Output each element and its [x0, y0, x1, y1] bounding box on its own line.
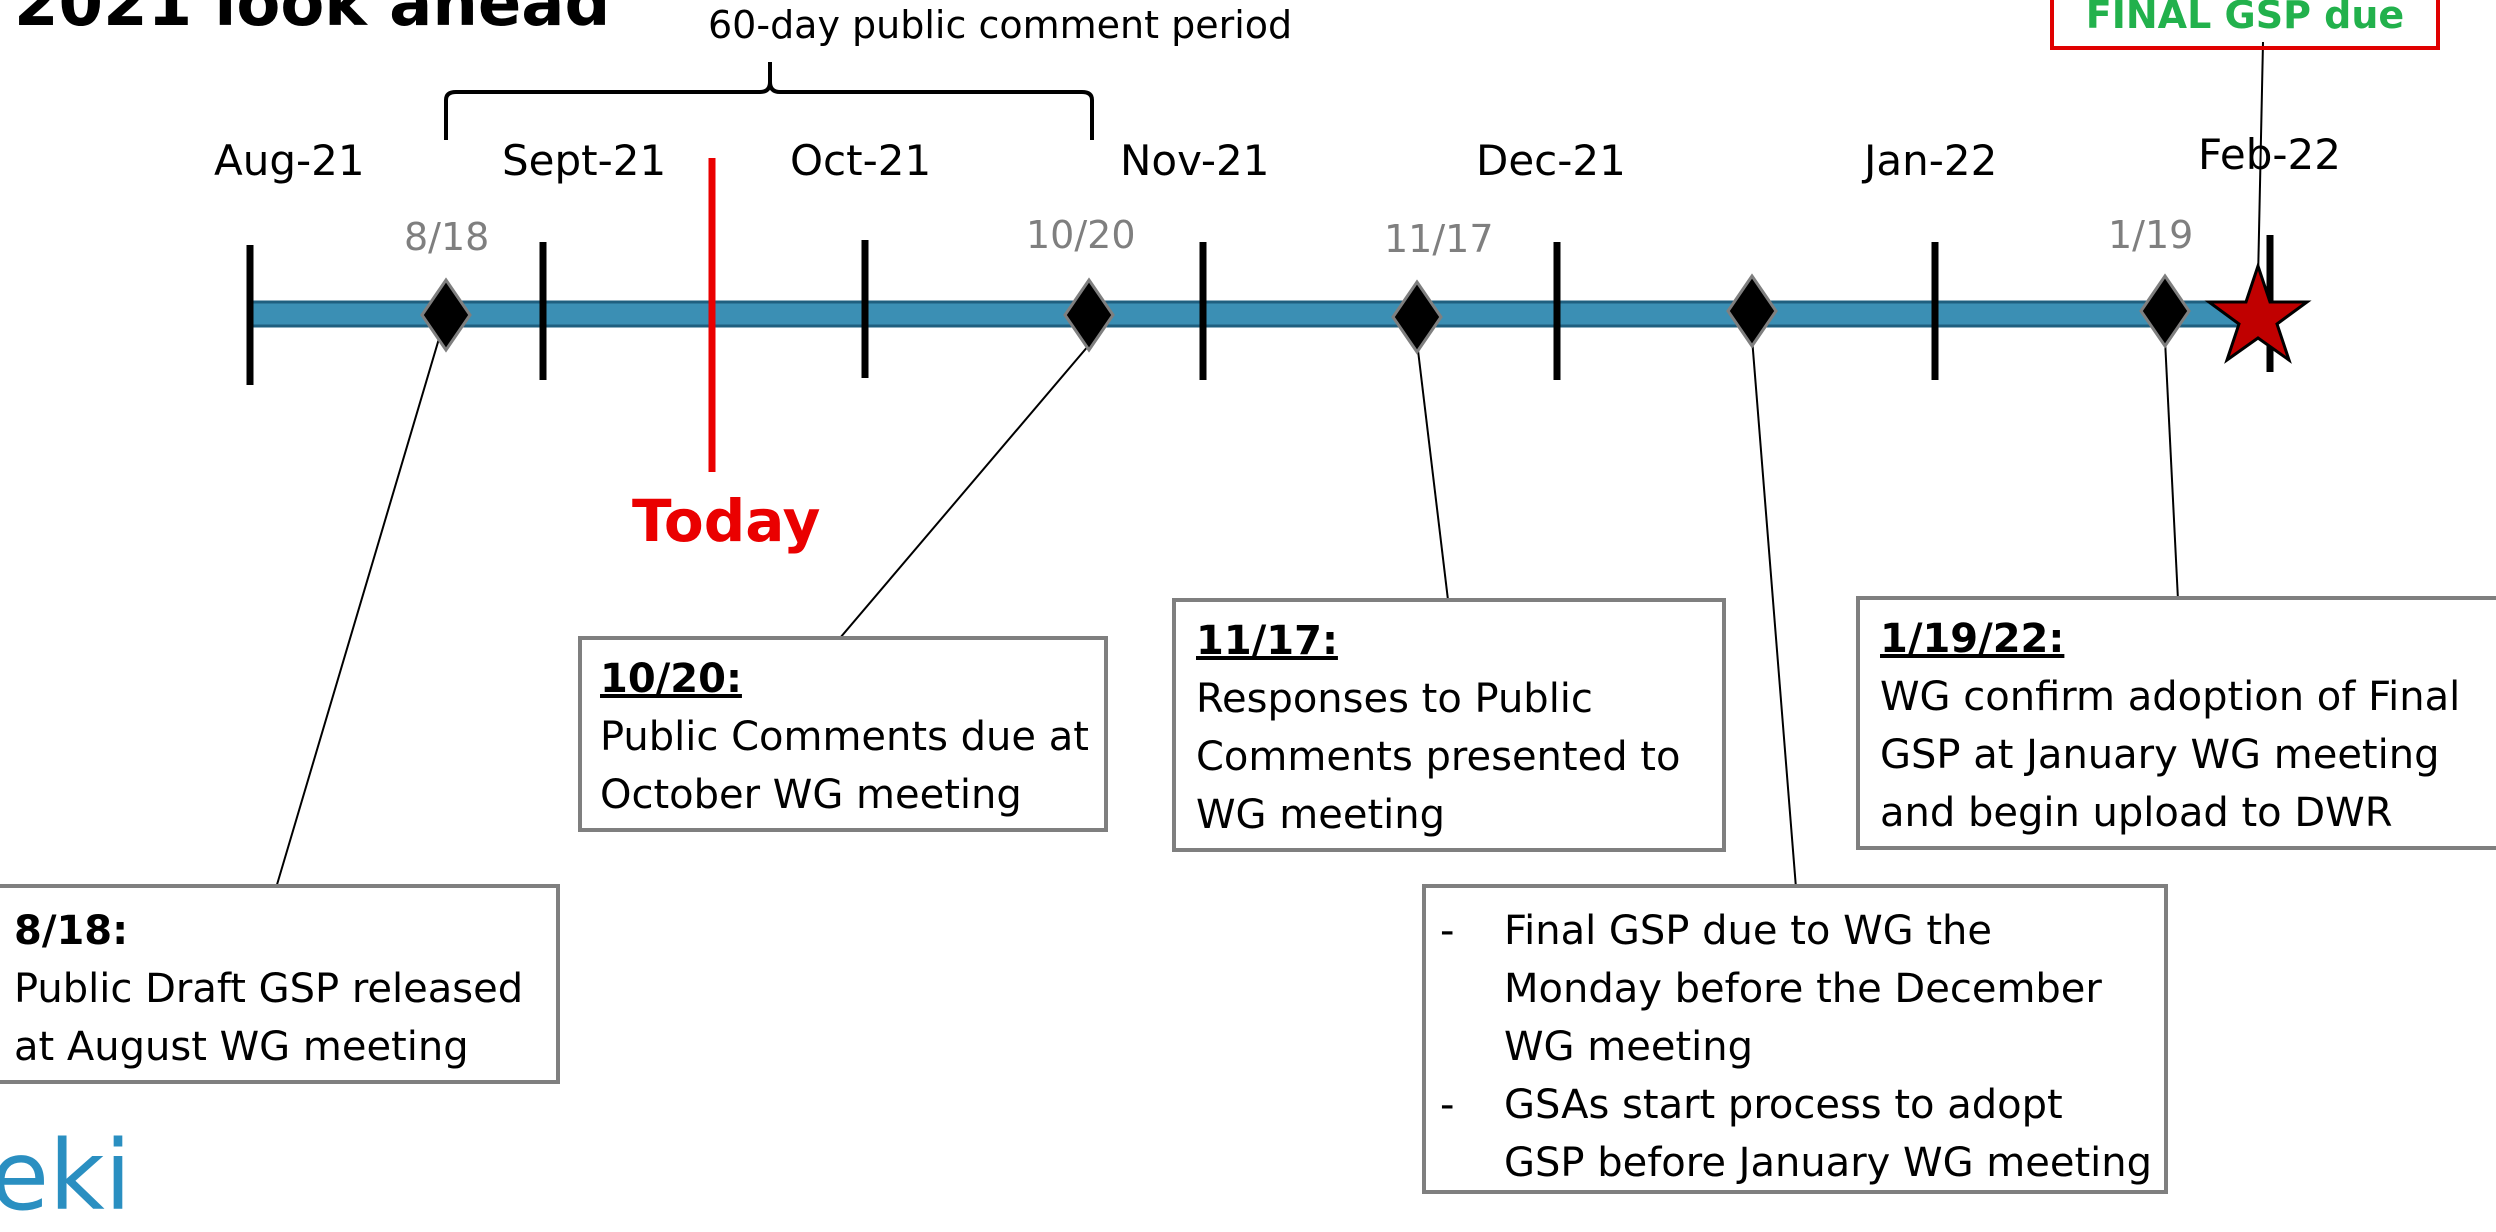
callout-jan: 1/19/22: WG confirm adoption of Final GS…: [1856, 596, 2496, 850]
milestone-date: 11/17: [1384, 217, 1494, 261]
final-due-label: FINAL GSP due: [2085, 0, 2405, 37]
callout-dec: - Final GSP due to WG the Monday before …: [1422, 884, 2168, 1194]
callout-line: Public Draft GSP released: [14, 966, 524, 1012]
final-due-callout: FINAL GSP due: [2050, 0, 2440, 50]
milestone-date: 8/18: [404, 215, 490, 259]
leader-line: [2164, 339, 2179, 601]
callout-line: Final GSP due to WG the: [1504, 908, 1992, 954]
milestone-date: 10/20: [1026, 213, 1136, 257]
milestone-date: 1/19: [2108, 213, 2194, 257]
milestone-diamond: [1063, 277, 1115, 353]
milestone-diamond: [2139, 273, 2191, 349]
callout-line: Monday before the December: [1504, 966, 2102, 1012]
comment-period-brace: [444, 62, 1094, 140]
month-label: Feb-22: [2198, 130, 2341, 179]
timeline-bar: [248, 300, 2252, 328]
month-label: Sept-21: [502, 136, 667, 185]
bullet-marker: -: [1440, 908, 1455, 954]
callout-line: October WG meeting: [600, 772, 1022, 818]
callout-oct: 10/20: Public Comments due at October WG…: [578, 636, 1108, 832]
final-due-star-icon: [2204, 261, 2312, 364]
callout-line: and begin upload to DWR: [1880, 790, 2393, 836]
month-label: Jan-22: [1864, 136, 1998, 185]
callout-heading: 10/20:: [600, 656, 742, 702]
callout-line: GSP at January WG meeting: [1880, 732, 2440, 778]
leader-line: [275, 314, 447, 889]
leader-line: [1751, 337, 1797, 889]
callout-aug: 8/18: Public Draft GSP released at Augus…: [0, 884, 560, 1084]
leader-line: [2257, 41, 2264, 281]
month-label: Oct-21: [790, 136, 932, 185]
bullet-marker: -: [1440, 1082, 1455, 1128]
callout-line: Responses to Public: [1196, 676, 1593, 722]
callout-line: WG meeting: [1196, 792, 1445, 838]
callout-heading: 1/19/22:: [1880, 616, 2065, 662]
timeline-graphic: [246, 41, 2312, 889]
callout-line: Comments presented to: [1196, 734, 1681, 780]
milestone-diamond: [1726, 273, 1778, 349]
leader-line: [1416, 341, 1449, 601]
month-label: Nov-21: [1120, 136, 1270, 185]
callout-heading: 11/17:: [1196, 618, 1338, 664]
leader-line: [839, 344, 1090, 639]
callout-heading: 8/18:: [14, 908, 129, 954]
bullet-item: - GSAs start process to adopt GSP before…: [1426, 1076, 2164, 1192]
milestone-diamond: [1391, 279, 1443, 355]
comment-period-label: 60-day public comment period: [708, 3, 1293, 47]
callout-line: WG confirm adoption of Final: [1880, 674, 2461, 720]
callout-nov: 11/17: Responses to Public Comments pres…: [1172, 598, 1726, 852]
month-label: Dec-21: [1476, 136, 1626, 185]
page-title: 2021 look ahead: [14, 0, 611, 41]
month-label: Aug-21: [214, 136, 365, 185]
milestone-diamond: [420, 277, 472, 353]
bullet-item: - Final GSP due to WG the Monday before …: [1426, 902, 2164, 1076]
today-label: Today: [632, 487, 821, 555]
callout-line: Public Comments due at: [600, 714, 1089, 760]
callout-line: WG meeting: [1504, 1024, 1753, 1070]
callout-line: GSP before January WG meeting: [1504, 1140, 2153, 1186]
callout-line: GSAs start process to adopt: [1504, 1082, 2063, 1128]
company-logo: eki: [0, 1120, 132, 1232]
callout-line: at August WG meeting: [14, 1024, 469, 1070]
